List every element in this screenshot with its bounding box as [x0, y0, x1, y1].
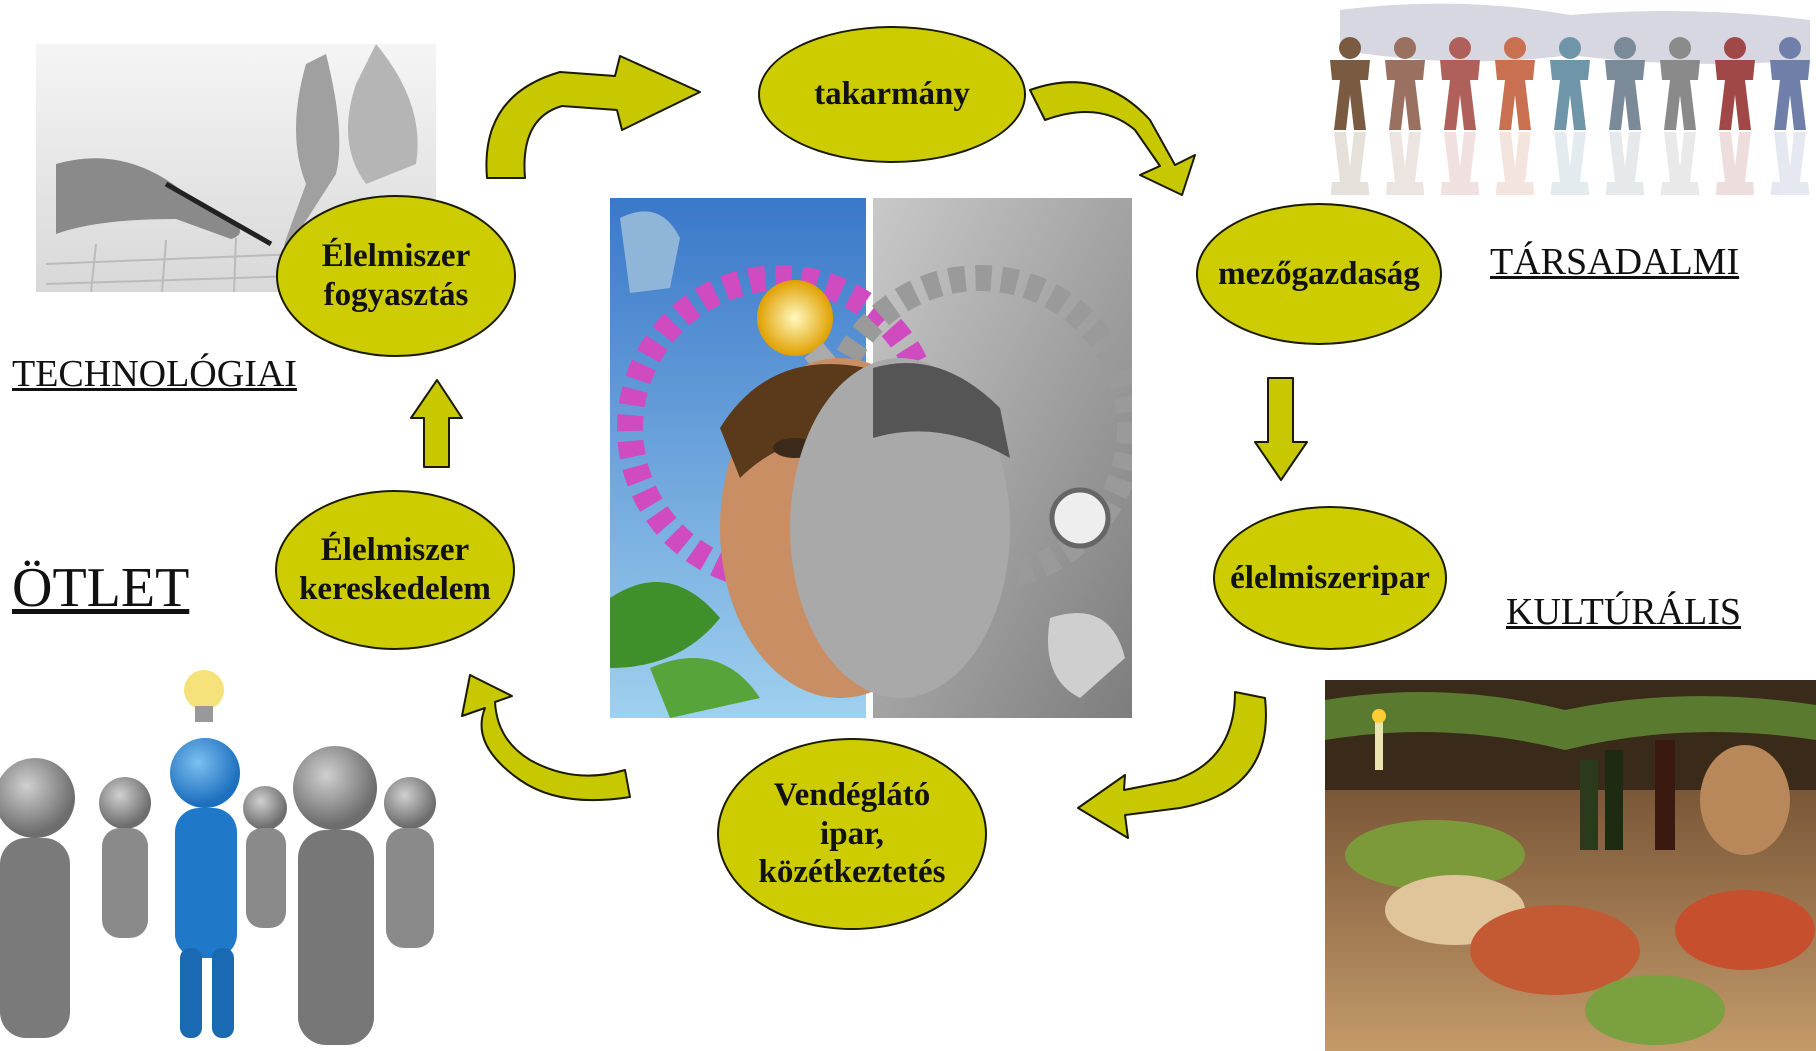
node-elelmiszeripar: élelmiszeripar	[1213, 506, 1447, 650]
curved-arrow-4	[461, 674, 631, 802]
paper-people-image	[1310, 0, 1816, 195]
paper-people-chain-icon	[1330, 3, 1810, 195]
face-gears-collage	[610, 198, 1132, 718]
node-elelmiszeripar-label: élelmiszeripar	[1230, 559, 1430, 596]
node-vendeglato: Vendéglátó ipar, közétkeztetés	[717, 738, 987, 930]
node-elelmiszer-fogyasztas: Élelmiszer fogyasztás	[276, 195, 516, 357]
food-table-image	[1325, 680, 1816, 1051]
node-kereskedelem-line-1: Élelmiszer	[320, 532, 470, 569]
curved-arrow-1	[485, 55, 701, 179]
node-mezogazdasag-label: mezőgazdaság	[1218, 255, 1420, 292]
node-fogyasztas-line-2: fogyasztás	[323, 277, 469, 313]
node-takarmany: takarmány	[758, 26, 1026, 163]
node-fogyasztas-label: Élelmiszer fogyasztás	[322, 237, 470, 315]
people-idea-image	[0, 668, 490, 1051]
node-elelmiszer-kereskedelem: Élelmiszer kereskedelem	[275, 490, 515, 650]
people-idea-lightbulb-icon	[0, 670, 436, 1045]
node-vendeglato-line-3: közétkeztetés	[758, 854, 946, 891]
node-vendeglato-line-2: ipar,	[820, 815, 884, 852]
curved-arrow-3	[1077, 691, 1267, 839]
food-table-icon	[1325, 680, 1816, 1045]
face-gears-collage-icon	[610, 198, 1132, 718]
node-takarmany-label: takarmány	[814, 76, 970, 113]
node-fogyasztas-line-1: Élelmiszer	[321, 238, 471, 275]
node-kereskedelem-label: Élelmiszer kereskedelem	[299, 531, 491, 609]
node-mezogazdasag: mezőgazdaság	[1196, 203, 1442, 345]
label-technologiai: TECHNOLÓGIAI	[12, 353, 297, 395]
label-otlet: ÖTLET	[12, 557, 190, 619]
hands-drawing-image	[36, 44, 436, 292]
node-vendeglato-label: Vendéglátó ipar, közétkeztetés	[759, 776, 946, 893]
down-arrow	[1254, 377, 1308, 481]
node-kereskedelem-line-2: kereskedelem	[299, 571, 491, 607]
node-vendeglato-line-1: Vendéglátó	[773, 776, 931, 813]
curved-arrow-2	[1029, 81, 1196, 196]
label-tarsadalmi: TÁRSADALMI	[1490, 241, 1740, 283]
up-arrow	[410, 379, 463, 468]
label-kulturalis: KULTÚRÁLIS	[1506, 591, 1742, 633]
hands-drawing-icon	[45, 44, 427, 292]
